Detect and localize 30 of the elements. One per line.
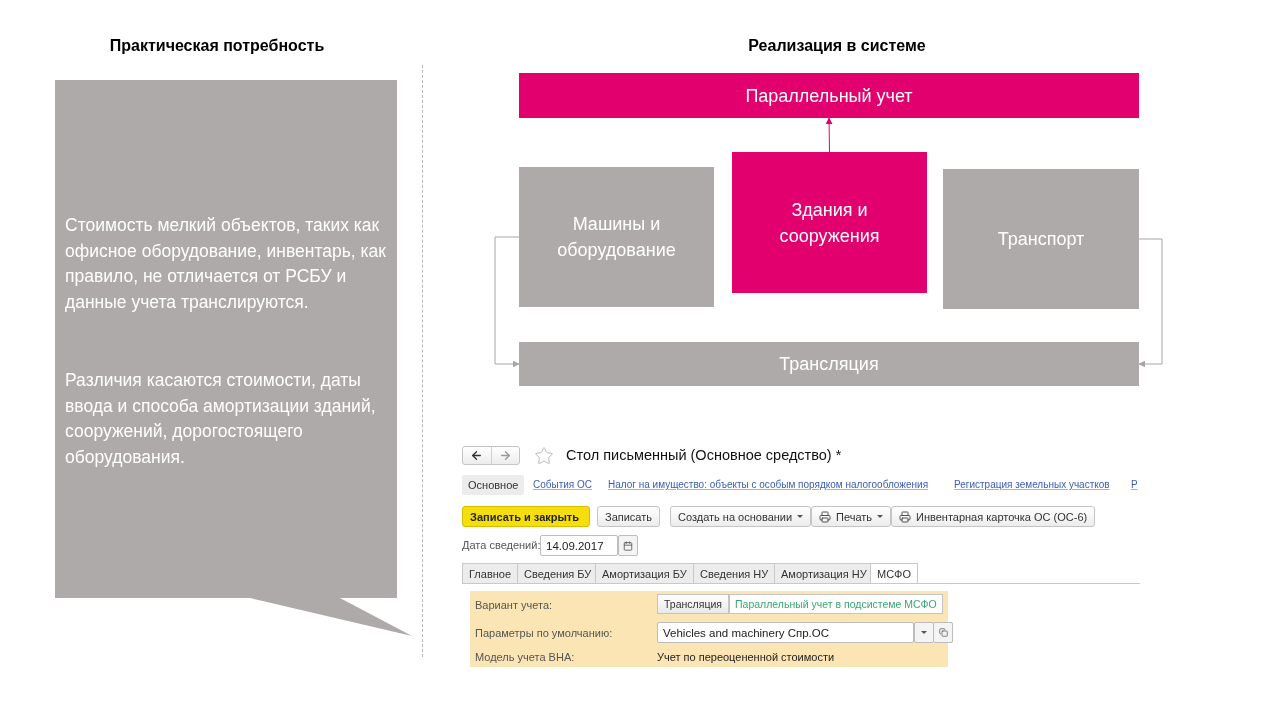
- section-link: Налог на имущество: объекты с особым порядком налогообложения: [608, 479, 929, 490]
- section-link: События ОС: [533, 479, 593, 490]
- connector-arrow: [825, 117, 833, 153]
- category-box: Трансляция: [519, 342, 1139, 386]
- column-heading: Практическая потребность: [109, 37, 325, 55]
- field-label: Дата сведений:: [462, 539, 541, 551]
- category-box: Машины и оборудование: [519, 167, 714, 307]
- toolbar-button: Записать и закрыть: [462, 506, 590, 527]
- section-link: Регистрация земельных участков: [954, 479, 1110, 490]
- toolbar-button: Записать: [597, 506, 660, 527]
- category-box: Здания и сооружения: [732, 152, 927, 293]
- callout-text: Различия касаются стоимости, даты ввода и способа амортизации зданий, сооружений, дорогостоящего оборудования.: [65, 369, 377, 469]
- window-title: Стол письменный (Основное средство) *: [566, 447, 842, 463]
- category-box: Параллельный учет: [519, 73, 1139, 118]
- tab: Амортизация БУ: [595, 563, 694, 584]
- section-link: Р: [1131, 479, 1138, 490]
- speech-callout: [55, 80, 412, 636]
- tab: Главное: [462, 563, 519, 584]
- toolbar-button: Создать на основании: [670, 506, 812, 527]
- connector-arrow: [494, 236, 520, 368]
- section-tab: Основное: [462, 475, 525, 495]
- date-field: 14.09.2017: [540, 535, 618, 556]
- category-box: Транспорт: [943, 169, 1139, 309]
- connector-arrow: [1138, 238, 1163, 368]
- tab: Сведения НУ: [693, 563, 776, 584]
- callout-text: Стоимость мелкий объектов, таких как офисное оборудование, инвентарь, как правило, не отличается от РСБУ и данные учета транслируются.: [65, 214, 387, 314]
- toolbar-button: Печать: [811, 506, 892, 527]
- toolbar-button: Инвентарная карточка ОС (ОС-6): [891, 506, 1096, 527]
- tab: МСФО: [870, 563, 919, 584]
- column-heading: Реализация в системе: [748, 37, 926, 55]
